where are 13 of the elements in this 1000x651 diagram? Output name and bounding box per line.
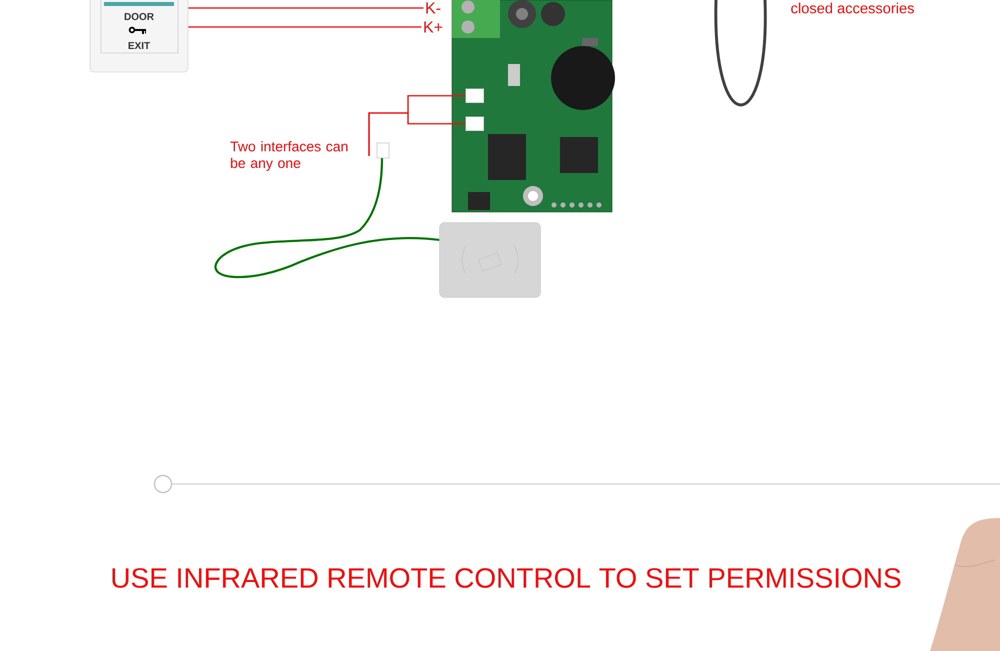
heading: USE INFRARED REMOTE CONTROL TO SET PERMISSIONS (112, 568, 900, 588)
caption-text: closed accessories (791, 2, 914, 14)
connector-socket (465, 116, 484, 131)
leader-line (368, 112, 466, 156)
leader-line (188, 26, 422, 28)
leader-line (188, 7, 424, 9)
exit-button-drawing: DOOR EXIT (90, 0, 188, 72)
connector-socket (465, 88, 484, 103)
control-board-drawing (452, 0, 615, 212)
terminal-label: K+ (424, 22, 442, 32)
note-text: Two interfaces can be any one (230, 141, 348, 171)
terminal-label: K- (426, 2, 440, 14)
card-reader-drawing (439, 222, 541, 298)
